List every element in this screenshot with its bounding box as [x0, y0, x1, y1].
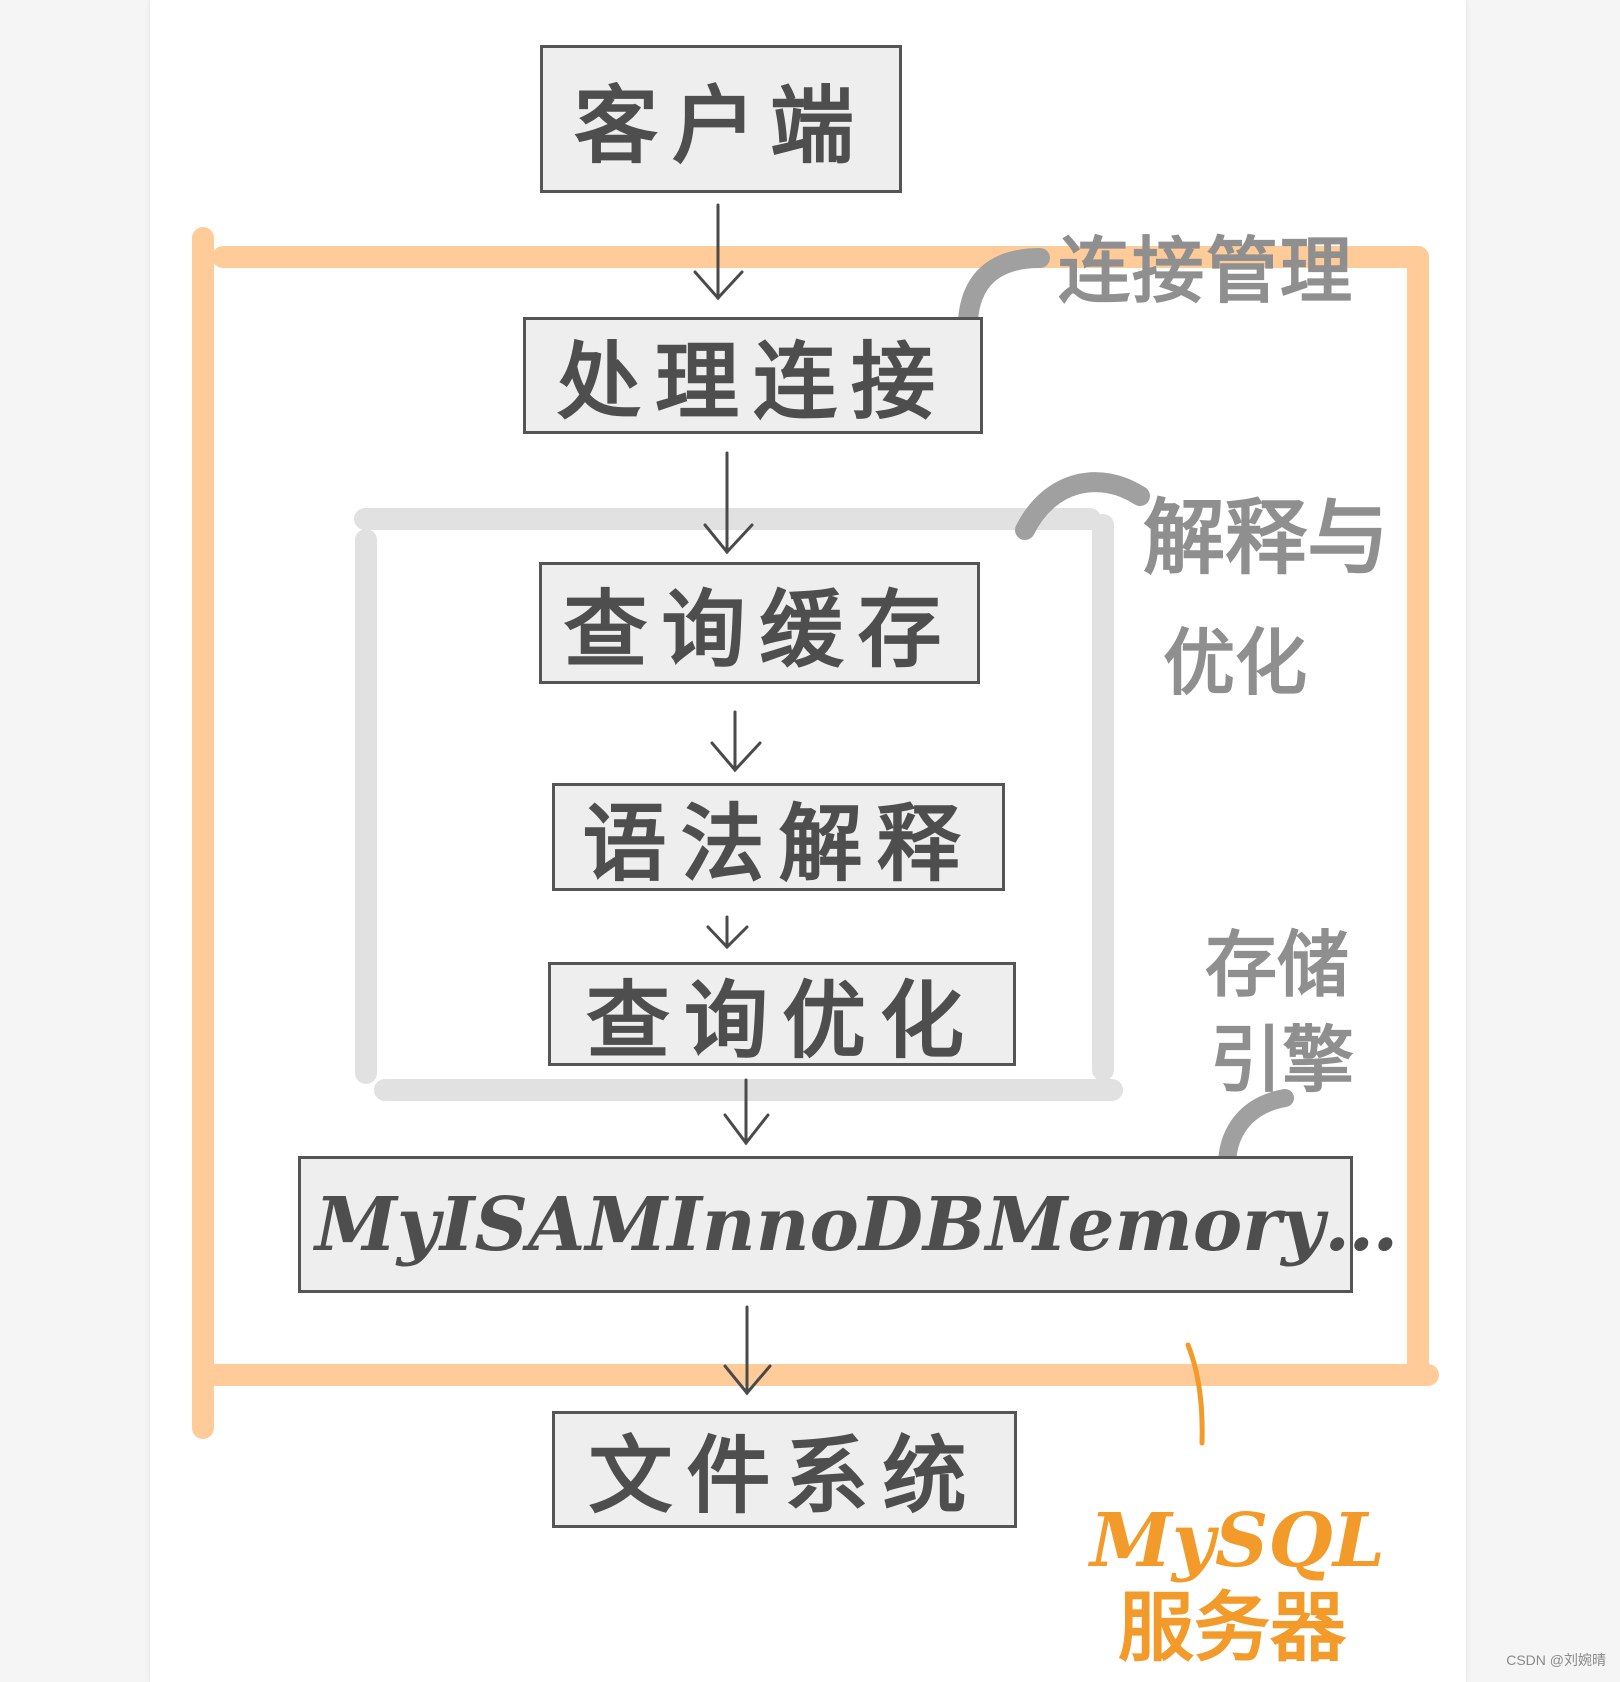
parse-optimize-frame: [354, 508, 1123, 1101]
arrow-engines-to-filesystem: [723, 1305, 772, 1396]
mysql-server-label-line2: 服务器: [1118, 1583, 1346, 1672]
csdn-watermark: CSDN @刘婉晴: [1506, 1652, 1606, 1668]
arrow-optimizer-to-engines: [723, 1078, 770, 1146]
storage-engines-box: MyISAM InnoDB Memory …: [298, 1156, 1398, 1293]
file-system-box: 文件系统: [552, 1411, 1017, 1528]
engine-more: …: [1324, 1181, 1399, 1268]
optimizer-box: 查询优化: [548, 962, 1016, 1070]
parse-label-pointer: [1015, 472, 1150, 540]
arrow-cache-to-parser: [710, 710, 762, 773]
arrow-connection-to-cache: [703, 451, 754, 555]
server-label-pointer: [1185, 1342, 1205, 1446]
mysql-server-frame: [192, 227, 1439, 1439]
engine-myisam: MyISAM: [315, 1181, 668, 1268]
arrow-client-to-connection: [693, 203, 744, 301]
storage-engine-label-line1: 存储: [1205, 922, 1350, 1007]
mysql-server-label-line1: MySQL: [1090, 1498, 1385, 1584]
engine-innodb: InnoDB: [667, 1181, 986, 1268]
query-cache-box: 查询缓存: [539, 562, 980, 684]
parser-box: 语法解释: [552, 783, 1005, 893]
parse-optimize-label-line2: 优化: [1163, 620, 1308, 705]
flow-arrows: [693, 203, 772, 1396]
connection-management-label: 连接管理: [1058, 228, 1355, 313]
client-box: 客户端: [540, 45, 902, 193]
connection-handling-box: 处理连接: [523, 317, 983, 434]
parse-optimize-label-line1: 解释与: [1143, 490, 1390, 586]
storage-engine-label-line2: 引擎: [1210, 1017, 1355, 1102]
engine-memory: Memory: [985, 1181, 1325, 1268]
arrow-parser-to-optimizer: [706, 915, 749, 950]
